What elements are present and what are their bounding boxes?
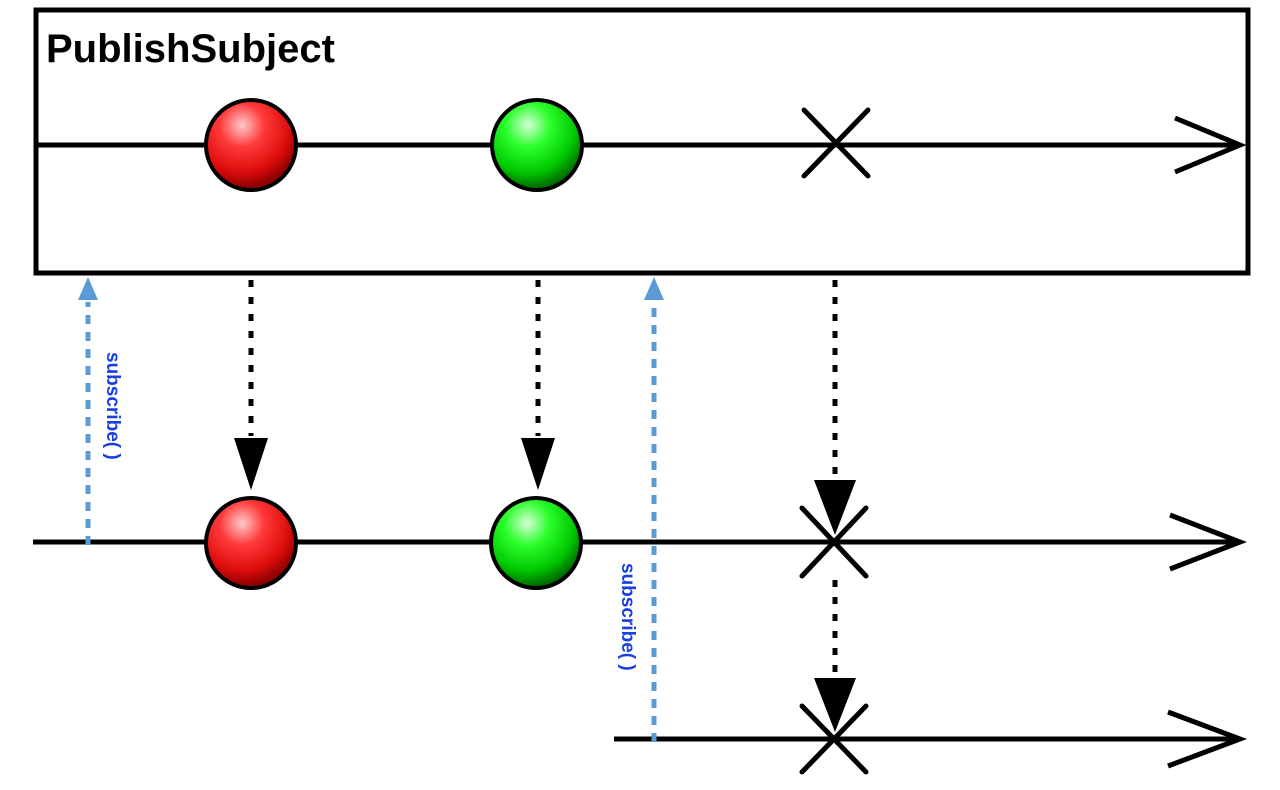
arrow-head-icon <box>1167 709 1248 769</box>
subject-marble-red <box>204 98 298 192</box>
arrow-head-icon <box>644 277 664 300</box>
observer1-marble-red <box>204 496 298 590</box>
terminate-x-icon <box>801 107 871 179</box>
arrow-head-icon <box>1174 115 1247 175</box>
arrow-head-icon <box>1169 512 1247 572</box>
terminate-x-icon <box>799 505 869 579</box>
arrow-head-icon <box>78 277 98 300</box>
subscribe-label-2: subscribe( ) <box>617 563 638 671</box>
arrow-head-icon <box>521 438 555 490</box>
subject-marble-green <box>490 98 584 192</box>
observer1-marble-green <box>489 496 583 590</box>
terminate-x-icon <box>799 703 869 775</box>
arrow-head-icon <box>814 480 856 535</box>
arrow-head-icon <box>814 678 856 732</box>
subscribe-label-1: subscribe( ) <box>102 352 123 460</box>
diagram-title: PublishSubject <box>46 27 335 71</box>
arrow-head-icon <box>234 438 268 490</box>
